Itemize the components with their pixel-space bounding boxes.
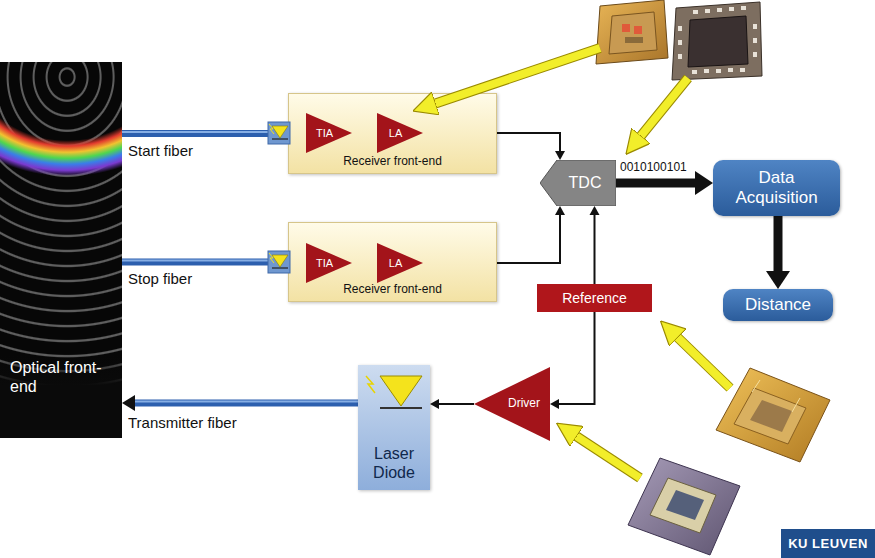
optical-front-end: Optical front-end	[0, 62, 122, 438]
amplifier-triangle: LA	[377, 243, 423, 283]
amplifier-triangle: TIA	[306, 243, 352, 283]
reference-box: Reference	[537, 284, 652, 312]
amplifier-triangle: LA	[377, 113, 423, 153]
optical-fiber	[122, 261, 288, 263]
tdc-block: TDC	[540, 160, 616, 206]
photodiode-icon	[268, 122, 290, 144]
chip-photo	[672, 2, 762, 80]
node-text: Optical front-end	[10, 359, 112, 396]
amplifier-triangle: TIA	[306, 113, 352, 153]
edge-label: Transmitter fiber	[128, 414, 237, 431]
node-text: Receiver front-end	[343, 155, 442, 169]
pointer-arrow	[570, 432, 640, 478]
process-box: Distance	[723, 289, 833, 321]
driver-triangle: Driver	[474, 367, 550, 441]
node-text: Driver	[508, 397, 540, 411]
university-logo: KU LEUVEN	[781, 529, 875, 558]
node-text: Data Acquisition	[721, 168, 832, 207]
node-text: TDC	[569, 174, 602, 192]
receiver-box: Receiver front-end TIA LA	[288, 93, 497, 174]
photodiode-icon	[268, 251, 290, 273]
edge-label: Stop fiber	[128, 270, 192, 287]
chip-photo	[596, 0, 668, 64]
signal-arrow	[766, 216, 790, 289]
pointer-arrow	[428, 48, 600, 106]
optical-fiber	[122, 395, 358, 411]
node-text: Reference	[562, 290, 627, 306]
pointer-arrow	[672, 332, 730, 388]
laser-icon	[366, 376, 422, 408]
edge-label: Start fiber	[128, 142, 193, 159]
node-text: LA	[389, 257, 402, 270]
signal-arrow	[590, 206, 600, 284]
chip-photo	[716, 368, 830, 462]
edge-label: 0010100101	[620, 161, 687, 175]
signal-arrow	[430, 399, 474, 409]
signal-arrow	[550, 312, 595, 409]
node-text: LA	[389, 127, 402, 140]
node-text: TIA	[316, 257, 333, 270]
node-text: Laser Diode	[362, 445, 426, 482]
process-box: Data Acquisition	[713, 160, 840, 216]
signal-arrow	[616, 171, 713, 195]
receiver-box: Receiver front-end TIA LA	[288, 222, 497, 302]
node-text: Receiver front-end	[343, 283, 442, 297]
chip-photo	[628, 458, 740, 555]
node-text: Distance	[745, 295, 811, 315]
optical-fiber	[122, 132, 288, 134]
node-text: TIA	[316, 127, 333, 140]
pointer-arrow	[636, 78, 688, 142]
